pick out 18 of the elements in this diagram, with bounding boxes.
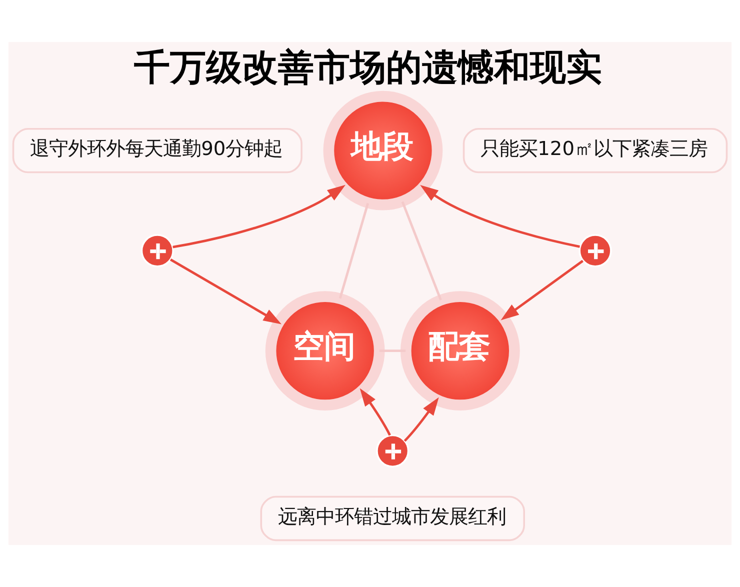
arrow [172, 184, 346, 248]
arrow [360, 388, 391, 436]
node-circle: 空间 [265, 291, 385, 410]
node-circle: 地段 [323, 90, 443, 210]
connector [379, 350, 406, 352]
arrow [404, 397, 439, 442]
diagram-title: 千万级改善市场的遗憾和现实 [134, 45, 602, 88]
node-box: 退守外环外每天通勤90分钟起 [12, 128, 302, 174]
node-circle [578, 234, 612, 268]
node-box: 远离中环错过城市发展红利 [260, 496, 525, 542]
arrow [420, 185, 580, 248]
connector [338, 202, 370, 299]
node-circle [140, 234, 174, 268]
arrow [170, 258, 282, 324]
node-box: 只能买120㎡以下紧凑三房 [462, 128, 728, 174]
node-circle [376, 434, 410, 468]
arrow [500, 260, 584, 320]
connector [401, 201, 442, 300]
